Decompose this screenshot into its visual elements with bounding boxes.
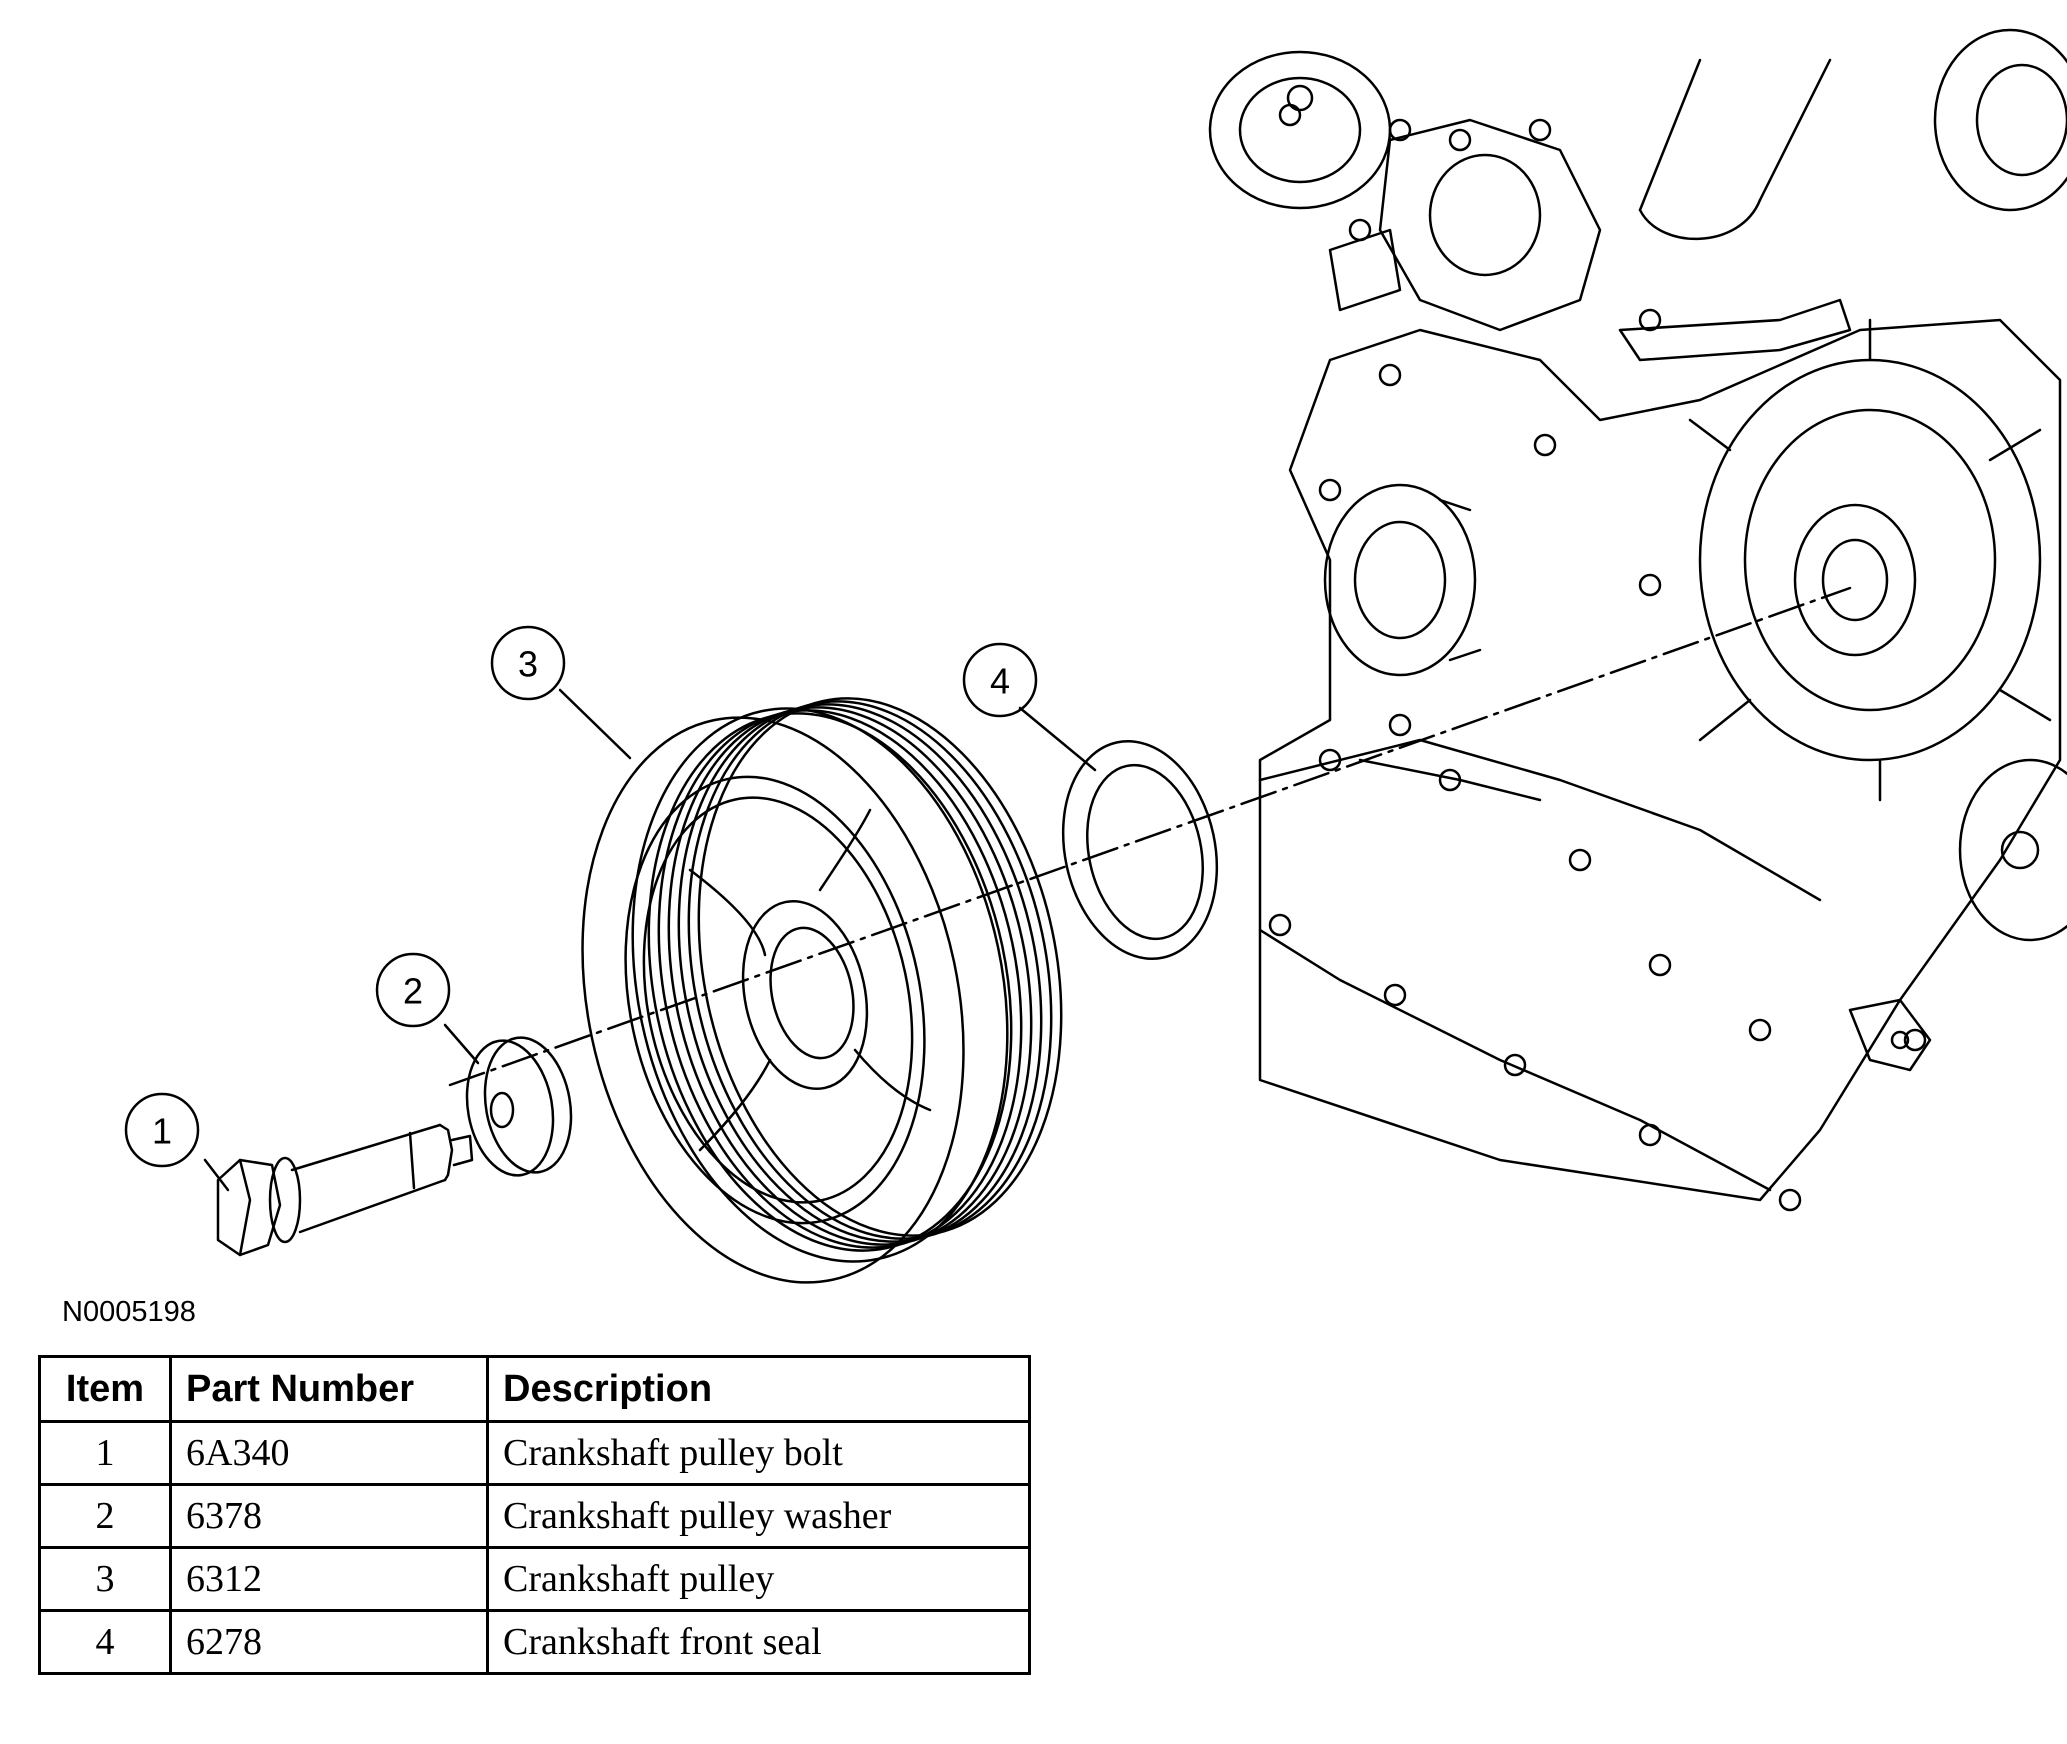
cell-part-number: 6278	[169, 1609, 489, 1675]
pulley-bolt-part	[216, 1123, 474, 1257]
crankshaft-centerline	[448, 586, 1852, 1087]
header-part-number: Part Number	[169, 1355, 489, 1423]
cell-item: 1	[38, 1420, 172, 1486]
callout-number-1: 1	[152, 1111, 172, 1152]
cell-item: 3	[38, 1546, 172, 1612]
cell-description: Crankshaft front seal	[486, 1609, 1031, 1675]
figure-id: N0005198	[62, 1296, 196, 1328]
cell-item: 4	[38, 1609, 172, 1675]
leader-line-2	[443, 1023, 480, 1065]
leader-line-4	[1018, 706, 1097, 772]
header-item: Item	[38, 1355, 172, 1423]
table-row: 3 6312 Crankshaft pulley	[38, 1546, 1031, 1612]
header-description: Description	[486, 1355, 1031, 1423]
table-row: 1 6A340 Crankshaft pulley bolt	[38, 1420, 1031, 1486]
callout-number-4: 4	[990, 661, 1010, 702]
cell-part-number: 6A340	[169, 1420, 489, 1486]
pulley-washer-part	[465, 1036, 573, 1177]
callout-circle-3	[490, 625, 566, 701]
parts-table: Item Part Number Description 1 6A340 Cra…	[38, 1355, 1031, 1675]
callout-circle-4	[962, 642, 1038, 718]
cell-description: Crankshaft pulley washer	[486, 1483, 1031, 1549]
cell-part-number: 6378	[169, 1483, 489, 1549]
cell-description: Crankshaft pulley bolt	[486, 1420, 1031, 1486]
crankshaft-pulley-part	[581, 697, 1063, 1284]
front-seal-part	[1061, 740, 1219, 960]
callout-circle-1	[124, 1092, 200, 1168]
cell-description: Crankshaft pulley	[486, 1546, 1031, 1612]
cell-item: 2	[38, 1483, 172, 1549]
engine-front-cover	[1208, 28, 2067, 1212]
table-row: 4 6278 Crankshaft front seal	[38, 1609, 1031, 1675]
callout-number-3: 3	[518, 644, 538, 685]
callout-circle-2	[375, 952, 451, 1028]
leader-line-3	[558, 688, 632, 760]
table-row: 2 6378 Crankshaft pulley washer	[38, 1483, 1031, 1549]
table-header-row: Item Part Number Description	[38, 1355, 1031, 1423]
exploded-view-diagram: 1 2 3 4	[124, 28, 2067, 1284]
callout-number-2: 2	[403, 971, 423, 1012]
cell-part-number: 6312	[169, 1546, 489, 1612]
leader-line-1	[203, 1158, 230, 1192]
